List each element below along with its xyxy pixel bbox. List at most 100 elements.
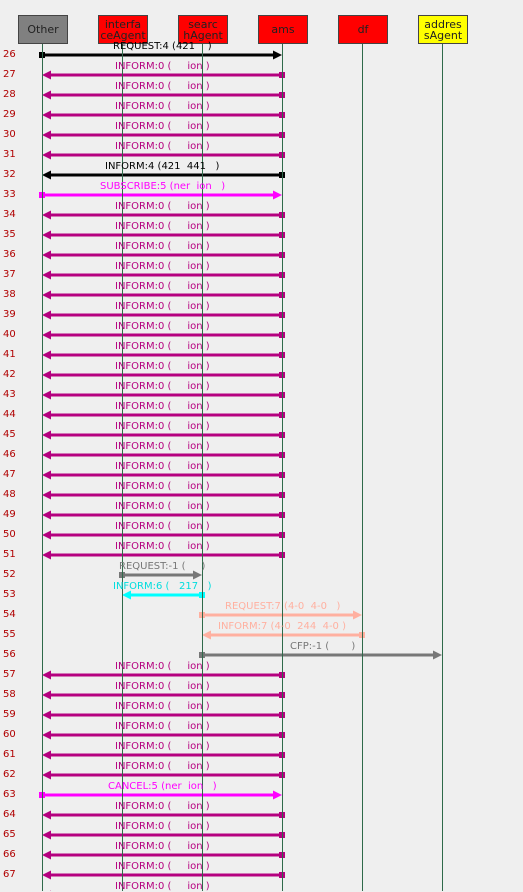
- arrowhead-icon: [42, 250, 51, 260]
- arrowhead-icon: [42, 310, 51, 320]
- arrowhead-icon: [42, 770, 51, 780]
- row-number: 26: [3, 49, 16, 60]
- agent-box-other[interactable]: Other: [18, 15, 68, 44]
- row-number: 59: [3, 709, 16, 720]
- arrowhead-icon: [122, 590, 131, 600]
- arrowhead-icon: [42, 290, 51, 300]
- row-number: 53: [3, 589, 16, 600]
- row-number: 45: [3, 429, 16, 440]
- message-label: INFORM:0 ( ion ): [115, 261, 210, 272]
- row-number: 49: [3, 509, 16, 520]
- message-label: INFORM:0 ( ion ): [115, 361, 210, 372]
- message-label: INFORM:0 ( ion ): [115, 501, 210, 512]
- agent-box-ams[interactable]: ams: [258, 15, 308, 44]
- agent-box-df[interactable]: df: [338, 15, 388, 44]
- row-number: 63: [3, 789, 16, 800]
- arrowhead-icon: [42, 230, 51, 240]
- message-label: INFORM:0 ( ion ): [115, 221, 210, 232]
- message-label: INFORM:0 ( ion ): [115, 401, 210, 412]
- row-number: 42: [3, 369, 16, 380]
- row-number: 41: [3, 349, 16, 360]
- message-label: INFORM:0 ( ion ): [115, 761, 210, 772]
- row-number: 30: [3, 129, 16, 140]
- arrowhead-icon: [42, 130, 51, 140]
- agent-label-interface: interfa: [104, 17, 142, 31]
- message-label: INFORM:0 ( ion ): [115, 701, 210, 712]
- message-label: REQUEST:-1 ( ): [119, 561, 206, 572]
- message-label: INFORM:0 ( ion ): [115, 741, 210, 752]
- lifeline-search: [202, 44, 203, 891]
- agent-label-search: hAgent: [183, 28, 223, 42]
- row-number: 44: [3, 409, 16, 420]
- message-label: INFORM:0 ( ion ): [115, 421, 210, 432]
- message-label: INFORM:0 ( ion ): [115, 481, 210, 492]
- row-number: 52: [3, 569, 16, 580]
- agent-label-search: searc: [188, 17, 218, 31]
- row-number: 66: [3, 849, 16, 860]
- lifeline-other: [42, 44, 43, 891]
- row-number: 46: [3, 449, 16, 460]
- lifeline-df: [362, 44, 363, 891]
- row-number: 37: [3, 269, 16, 280]
- arrowhead-icon: [42, 350, 51, 360]
- arrowhead-icon: [42, 90, 51, 100]
- arrowhead-icon: [202, 630, 211, 640]
- message-label: CFP:-1 ( ): [290, 641, 356, 652]
- message-label: INFORM:0 ( ion ): [115, 721, 210, 732]
- message-label: INFORM:0 ( ion ): [115, 101, 210, 112]
- arrowhead-icon: [42, 430, 51, 440]
- message-label: INFORM:0 ( ion ): [115, 841, 210, 852]
- message-label: INFORM:7 (4-0 244 4-0 ): [218, 621, 346, 632]
- message-label: INFORM:0 ( ion ): [115, 661, 210, 672]
- row-number: 58: [3, 689, 16, 700]
- message-label: INFORM:0 ( ion ): [115, 541, 210, 552]
- row-number: 61: [3, 749, 16, 760]
- arrowhead-icon: [42, 730, 51, 740]
- message-label: INFORM:0 ( ion ): [115, 521, 210, 532]
- agent-label-interface: ceAgent: [100, 28, 146, 42]
- row-number: 56: [3, 649, 16, 660]
- row-number: 40: [3, 329, 16, 340]
- arrowhead-icon: [42, 530, 51, 540]
- message-label: INFORM:0 ( ion ): [115, 321, 210, 332]
- arrowhead-icon: [193, 570, 202, 580]
- row-number: 29: [3, 109, 16, 120]
- lifeline-address: [442, 44, 443, 891]
- arrowhead-icon: [42, 210, 51, 220]
- arrowhead-icon: [353, 610, 362, 620]
- arrowhead-icon: [42, 470, 51, 480]
- arrowhead-icon: [42, 450, 51, 460]
- message-label: INFORM:0 ( ion ): [115, 81, 210, 92]
- arrowhead-icon: [42, 850, 51, 860]
- arrowhead-icon: [42, 510, 51, 520]
- message-label: INFORM:0 ( ion ): [115, 861, 210, 872]
- row-number: 65: [3, 829, 16, 840]
- arrowhead-icon: [273, 50, 282, 60]
- arrowhead-icon: [42, 110, 51, 120]
- row-number: 55: [3, 629, 16, 640]
- row-number: 48: [3, 489, 16, 500]
- message-label: INFORM:0 ( ion ): [115, 121, 210, 132]
- arrowhead-icon: [273, 790, 282, 800]
- arrowhead-icon: [42, 830, 51, 840]
- agent-label-df: df: [357, 23, 369, 36]
- row-number: 64: [3, 809, 16, 820]
- arrowhead-icon: [42, 810, 51, 820]
- row-number: 35: [3, 229, 16, 240]
- arrowhead-icon: [42, 490, 51, 500]
- message-label: INFORM:0 ( ion ): [115, 61, 210, 72]
- row-number: 47: [3, 469, 16, 480]
- row-number: 54: [3, 609, 16, 620]
- row-number: 28: [3, 89, 16, 100]
- row-number: 38: [3, 289, 16, 300]
- arrowhead-icon: [42, 690, 51, 700]
- row-number: 51: [3, 549, 16, 560]
- message-label: INFORM:0 ( ion ): [115, 281, 210, 292]
- row-number: 27: [3, 69, 16, 80]
- row-number: 32: [3, 169, 16, 180]
- message-label: INFORM:0 ( ion ): [115, 821, 210, 832]
- message-label: INFORM:0 ( ion ): [115, 681, 210, 692]
